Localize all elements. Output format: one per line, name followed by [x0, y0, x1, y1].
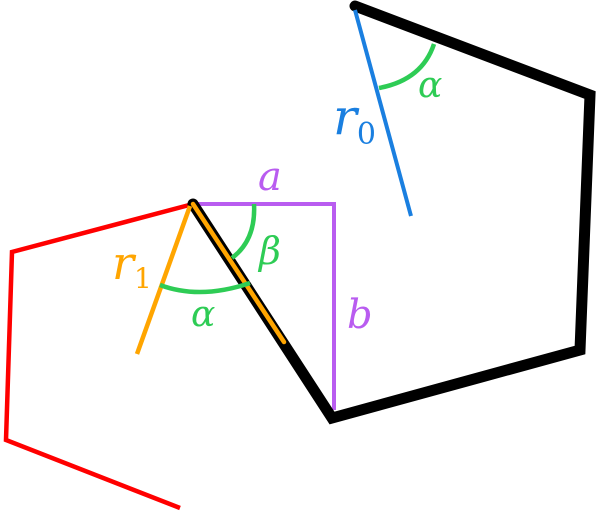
orange-highlight-edge — [190, 201, 287, 345]
label-alpha-bottom: α — [191, 294, 215, 335]
ray-r1 — [134, 205, 193, 355]
angle-alpha-top-arc — [378, 43, 437, 91]
label-a: a — [258, 154, 282, 200]
label-alpha-top: α — [418, 65, 442, 106]
ray-r0 — [353, 9, 413, 217]
red-polygon — [3, 201, 194, 511]
label-r1: r1 — [112, 236, 152, 295]
leg-a-and-b — [193, 202, 336, 410]
black-polygon — [187, 0, 596, 425]
label-beta: β — [257, 229, 281, 273]
label-r0: r0 — [333, 88, 376, 152]
label-b: b — [347, 292, 373, 338]
angle-beta-arc — [230, 203, 257, 260]
angle-alpha-bottom-arc — [159, 280, 251, 295]
